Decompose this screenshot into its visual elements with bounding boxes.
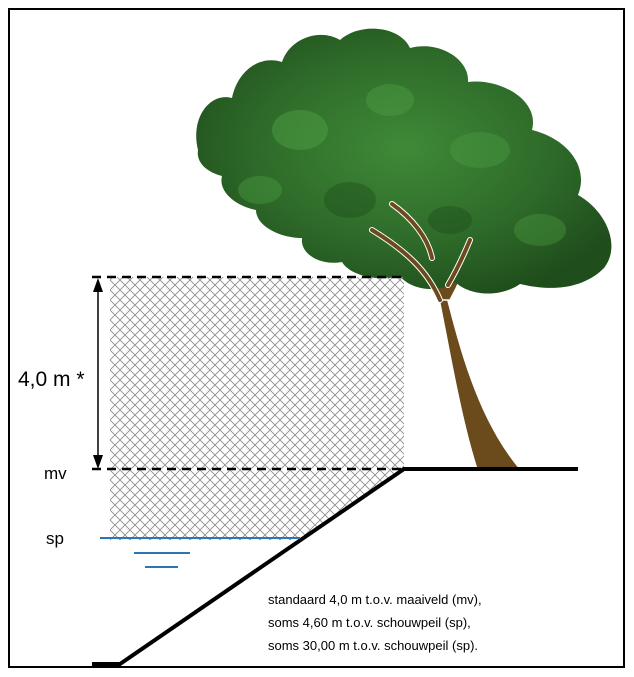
clearance-zone — [110, 277, 404, 540]
height-label: 4,0 m * — [18, 368, 85, 391]
tree-icon — [196, 28, 612, 470]
note-line-1: standaard 4,0 m t.o.v. maaiveld (mv), — [268, 592, 482, 607]
note-line-3: soms 30,00 m t.o.v. schouwpeil (sp). — [268, 638, 478, 653]
sp-label: sp — [46, 529, 64, 548]
height-dimension-arrow — [93, 278, 103, 469]
water-level-icon — [134, 552, 190, 568]
note-line-2: soms 4,60 m t.o.v. schouwpeil (sp), — [268, 615, 471, 630]
mv-label: mv — [44, 464, 67, 483]
ground-profile — [92, 467, 578, 666]
